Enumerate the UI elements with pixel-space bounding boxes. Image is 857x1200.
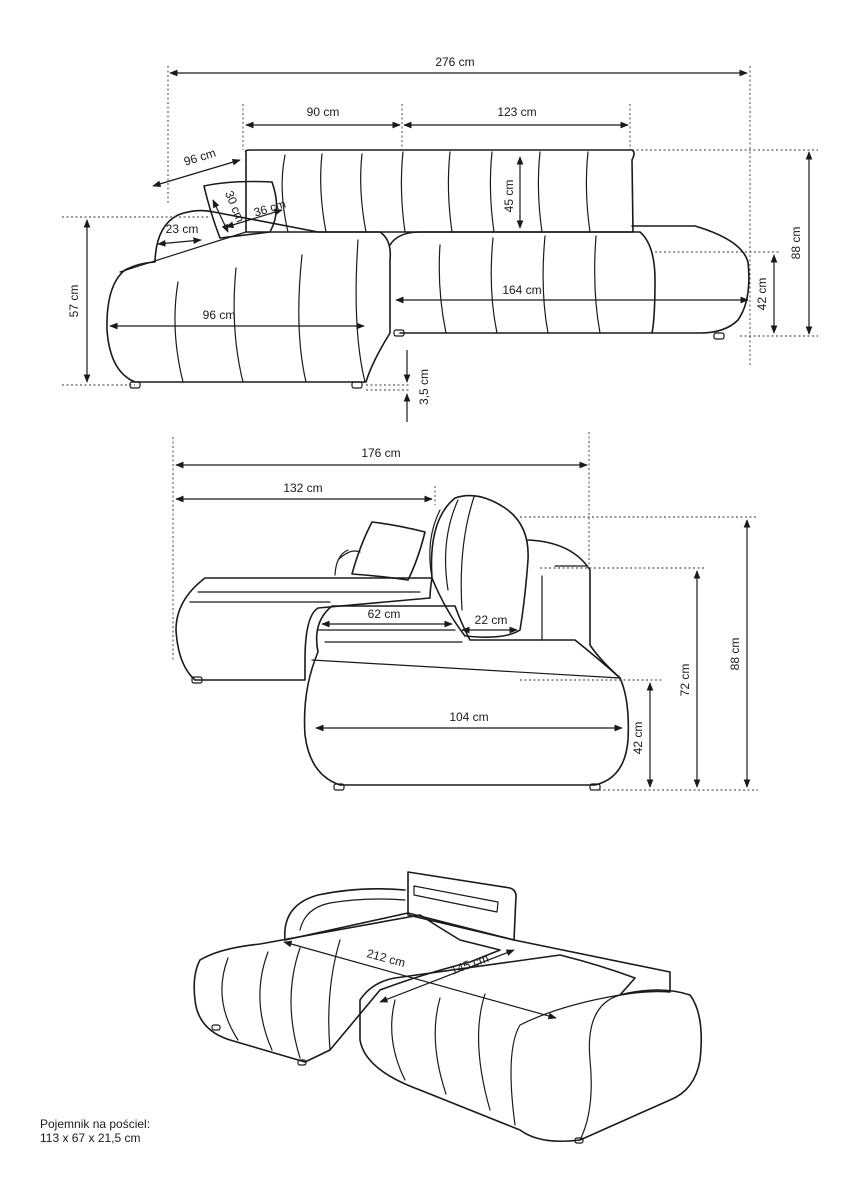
dim-side-total-height: 88 cm (728, 638, 742, 671)
dim-right-section: 123 cm (497, 105, 536, 119)
bed-headboard (407, 871, 517, 941)
dim-arm-width: 23 cm (166, 222, 199, 236)
dim-chaise-depth: 96 cm (203, 308, 236, 322)
storage-note-title: Pojemnik na pościel: (40, 1117, 151, 1131)
side-chaise (175, 577, 433, 681)
dim-seat-height: 42 cm (755, 278, 769, 311)
side-back-cushion (430, 494, 529, 638)
side-seat (303, 605, 630, 786)
dim-leg-height: 3,5 cm (417, 369, 431, 405)
side-pillow (351, 521, 426, 581)
dim-back-thickness: 22 cm (475, 613, 508, 627)
dim-side-seat-height: 42 cm (631, 722, 645, 755)
bed-right-mattress (359, 954, 703, 1143)
right-seat-extension (399, 225, 750, 334)
dim-bed-width: 145 cm (449, 951, 491, 978)
dim-arm-height: 57 cm (67, 285, 81, 318)
dim-total-depth: 176 cm (361, 446, 400, 460)
dim-seat-length: 164 cm (502, 283, 541, 297)
dim-pillow-height: 30 cm (222, 189, 247, 225)
dim-back-cushion: 45 cm (502, 180, 516, 213)
bed-view: 212 cm 145 cm (193, 871, 703, 1144)
bed-left-mattress (193, 914, 501, 1063)
dim-seat-depth: 62 cm (368, 607, 401, 621)
dim-total-width: 276 cm (435, 55, 474, 69)
dim-pillow-width: 36 cm (252, 197, 287, 220)
dim-seat-width: 104 cm (449, 710, 488, 724)
dim-chaise-length: 132 cm (283, 481, 322, 495)
storage-note: Pojemnik na pościel: 113 x 67 x 21,5 cm (40, 1117, 150, 1145)
dim-left-section: 90 cm (307, 105, 340, 119)
dim-armrest-diagonal: 96 cm (182, 146, 217, 169)
chaise (106, 209, 392, 383)
side-view: 176 cm 132 cm 62 cm 22 cm 104 cm 42 cm 7… (172, 432, 758, 791)
front-view: 276 cm 90 cm 123 cm 96 cm 30 cm 36 cm 23… (62, 55, 818, 422)
right-seat (389, 231, 656, 334)
dim-side-arm-height: 72 cm (678, 664, 692, 697)
dim-total-height: 88 cm (789, 227, 803, 260)
storage-note-size: 113 x 67 x 21,5 cm (40, 1131, 141, 1145)
back-cushions (244, 149, 635, 233)
